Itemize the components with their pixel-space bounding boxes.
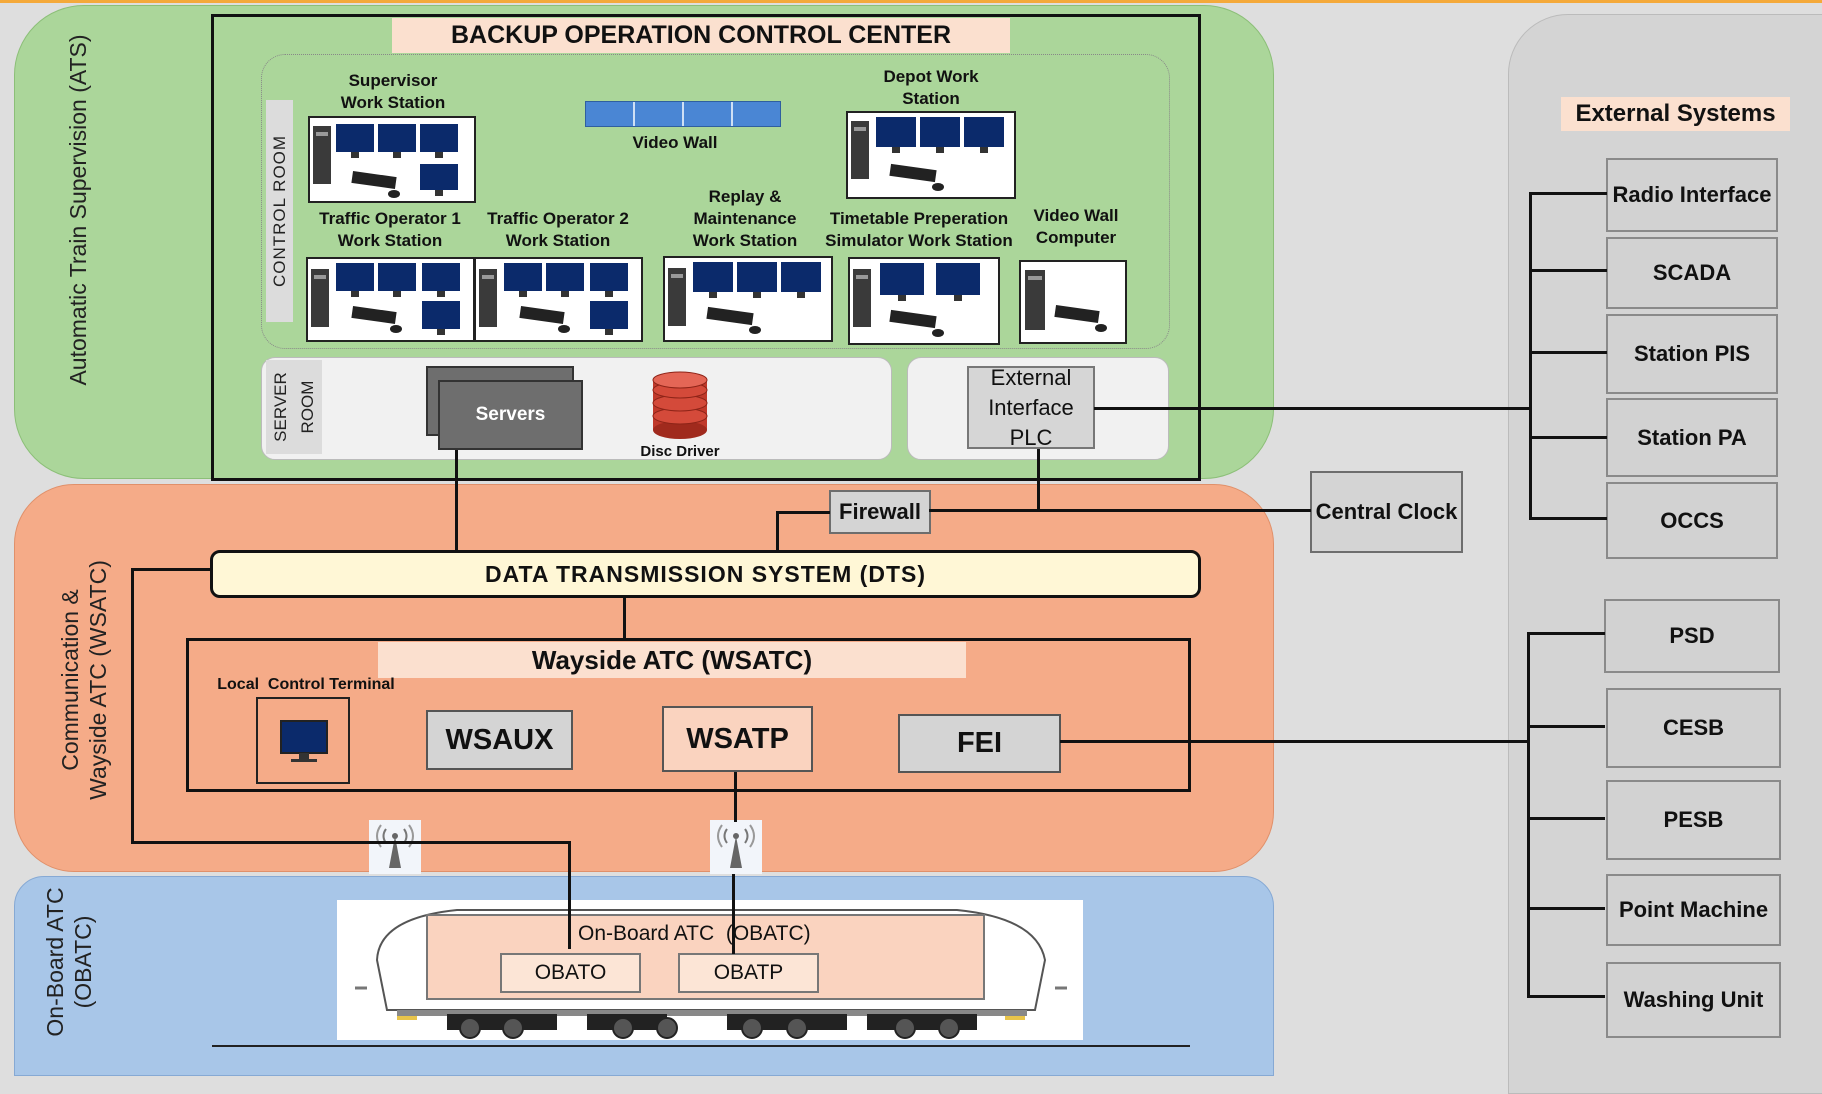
firewall-to-dts-h — [776, 511, 830, 514]
comm-section — [14, 484, 1274, 872]
antenna-right — [710, 820, 762, 874]
fei-to-ext-line — [1060, 740, 1528, 743]
ext-tick-scada — [1529, 269, 1607, 272]
wsatp-box[interactable]: WSATP — [662, 706, 813, 772]
local-terminal-label: Local Control Terminal — [217, 676, 395, 693]
antenna-to-obato — [568, 841, 571, 949]
firewall-to-dts-v — [776, 511, 779, 552]
ext-occs[interactable]: OCCS — [1606, 482, 1778, 559]
video-wall-label: Video Wall — [632, 133, 718, 152]
ext-tick-cesb — [1527, 725, 1605, 728]
control-room-area — [261, 54, 1170, 349]
ext-washing-unit[interactable]: Washing Unit — [1606, 962, 1781, 1038]
servers-box: Servers — [438, 380, 583, 450]
replay-workstation — [663, 256, 833, 342]
wsaux-box[interactable]: WSAUX — [426, 710, 573, 770]
workstation-icon — [853, 263, 980, 337]
server-room-label-1: SERVER — [271, 372, 290, 442]
ext-tick-pa — [1529, 436, 1607, 439]
timetable-workstation — [848, 257, 1000, 345]
clock-line — [929, 509, 1311, 512]
ext-scada[interactable]: SCADA — [1606, 237, 1778, 309]
depot-label: Depot Work Station — [883, 67, 979, 108]
ext-interface-plc: External Interface PLC — [967, 365, 1095, 450]
server-room-label-2: ROOM — [298, 380, 317, 434]
vwcomputer-label: Video Wall Computer — [1033, 206, 1119, 247]
supervisor-workstation — [308, 116, 476, 203]
depot-workstation — [846, 111, 1016, 199]
obatc-side-label-1: On-Board ATC — [42, 887, 68, 1037]
workstation-icon — [668, 262, 821, 334]
obatc-side-label-2: (OBATC) — [70, 915, 96, 1009]
ext-tick-psd — [1527, 632, 1605, 635]
disc-driver-label: Disc Driver — [640, 443, 720, 460]
antenna-icon — [717, 824, 755, 868]
rail-line — [212, 1045, 1190, 1047]
ext-pesb[interactable]: PESB — [1606, 780, 1781, 860]
ext-tick-point — [1527, 907, 1605, 910]
traffic1-workstation — [306, 257, 475, 342]
workstation-icon — [479, 263, 628, 335]
fei-box[interactable]: FEI — [898, 714, 1061, 773]
ats-side-label: Automatic Train Supervision (ATS) — [65, 34, 91, 386]
plc-to-ext-line — [1094, 407, 1530, 410]
ext-point-machine[interactable]: Point Machine — [1606, 874, 1781, 946]
obato-box[interactable]: OBATO — [500, 953, 641, 993]
comm-side-label-1: Communication & — [57, 589, 83, 771]
ext-psd[interactable]: PSD — [1604, 599, 1780, 673]
plc-down-line — [1037, 449, 1040, 511]
video-wall — [585, 101, 781, 127]
ext-radio-interface[interactable]: Radio Interface — [1606, 158, 1778, 232]
external-title: External Systems — [1561, 97, 1790, 131]
wsatp-to-antenna — [734, 772, 737, 822]
ext-cesb[interactable]: CESB — [1606, 688, 1781, 768]
local-terminal-box — [256, 697, 350, 784]
database-icon — [652, 371, 708, 439]
supervisor-label: Supervisor Work Station — [340, 71, 446, 112]
obatp-box[interactable]: OBATP — [678, 953, 819, 993]
ext-tick-pis — [1529, 351, 1607, 354]
bocc-frame — [211, 14, 1201, 481]
ext-bus-2 — [1527, 633, 1530, 996]
workstation-icon — [311, 263, 460, 335]
comm-side-label-2: Wayside ATC (WSATC) — [85, 560, 111, 800]
ext-station-pis[interactable]: Station PIS — [1606, 314, 1778, 394]
obatc-title: On-Board ATC (OBATC) — [578, 922, 811, 945]
wsatc-title: Wayside ATC (WSATC) — [378, 642, 966, 678]
traffic2-workstation — [474, 257, 643, 342]
ext-tick-pesb — [1527, 817, 1605, 820]
control-room-label-box — [266, 100, 293, 322]
server-room-label-box — [266, 360, 322, 454]
workstation-icon — [313, 124, 458, 198]
traffic1-label: Traffic Operator 1 Work Station — [319, 209, 461, 250]
dts-left-v — [131, 568, 134, 843]
antenna-to-obatp — [732, 874, 735, 954]
dts-to-wsatc-line — [623, 598, 626, 640]
ext-tick-occs — [1529, 517, 1607, 520]
ext-tick-washing — [1527, 995, 1605, 998]
dts-left-h — [131, 568, 212, 571]
dts-left-bottom — [131, 841, 569, 844]
servers-to-dts-line — [455, 450, 458, 552]
ext-tick-radio — [1529, 192, 1607, 195]
firewall-box: Firewall — [829, 490, 931, 534]
top-accent-line — [0, 0, 1822, 3]
antenna-left — [369, 820, 421, 874]
dts-bar: DATA TRANSMISSION SYSTEM (DTS) — [210, 550, 1201, 598]
replay-label: Replay & Maintenance Work Station — [692, 187, 798, 250]
timetable-label: Timetable Preperation Simulator Work Sta… — [825, 209, 1013, 250]
ext-station-pa[interactable]: Station PA — [1606, 398, 1778, 477]
wsatc-frame — [186, 638, 1191, 792]
bocc-title: BACKUP OPERATION CONTROL CENTER — [392, 18, 1010, 53]
computer-icon — [1025, 270, 1107, 332]
ext-bus-1 — [1529, 193, 1532, 519]
workstation-icon — [851, 117, 1004, 191]
antenna-icon — [376, 824, 414, 868]
central-clock-box: Central Clock — [1310, 471, 1463, 553]
monitor-icon — [280, 720, 328, 762]
control-room-label: CONTROL ROOM — [270, 134, 289, 288]
traffic2-label: Traffic Operator 2 Work Station — [487, 209, 629, 250]
vwcomputer-workstation — [1019, 260, 1127, 344]
